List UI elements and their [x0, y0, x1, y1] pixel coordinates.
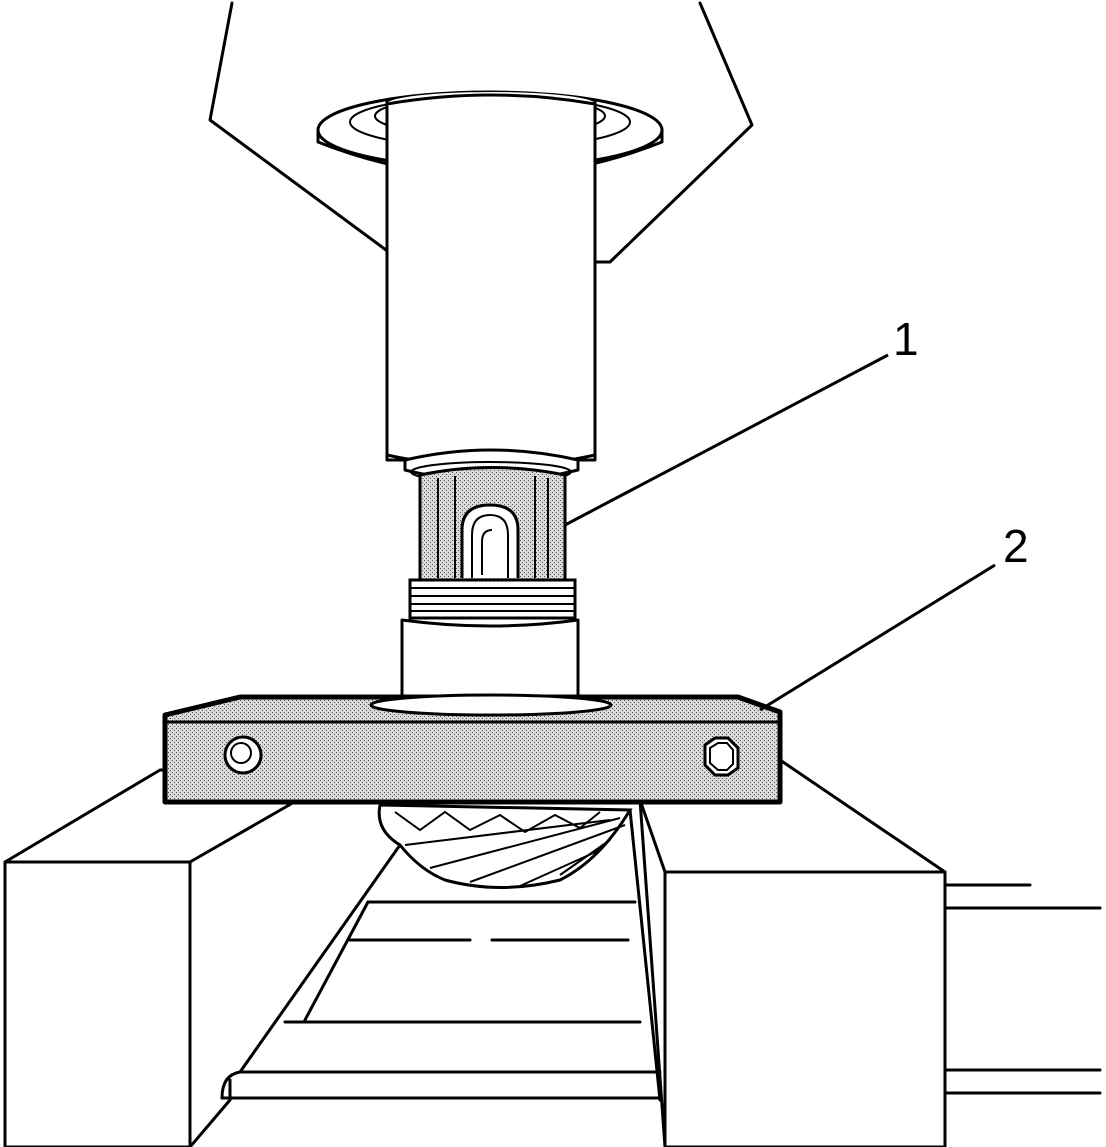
thread-section: [408, 578, 577, 620]
support-plate: [162, 693, 783, 805]
bolt-right-icon: [703, 736, 740, 777]
leader-lines: [238, 353, 996, 1073]
bolt-left-icon: [223, 735, 263, 775]
callout-1-label: 1: [893, 313, 919, 365]
vise-right-block: [638, 758, 947, 1147]
tool-sleeve: [418, 466, 567, 582]
press-ram: [385, 92, 597, 468]
ring-gear: [377, 803, 633, 889]
press-frame: [208, 1, 754, 264]
vise-left-block: [3, 768, 352, 1147]
callout-2-label: 2: [1003, 520, 1029, 572]
fixture-rails: [220, 808, 1102, 1102]
tool-lower-body: [400, 618, 580, 702]
